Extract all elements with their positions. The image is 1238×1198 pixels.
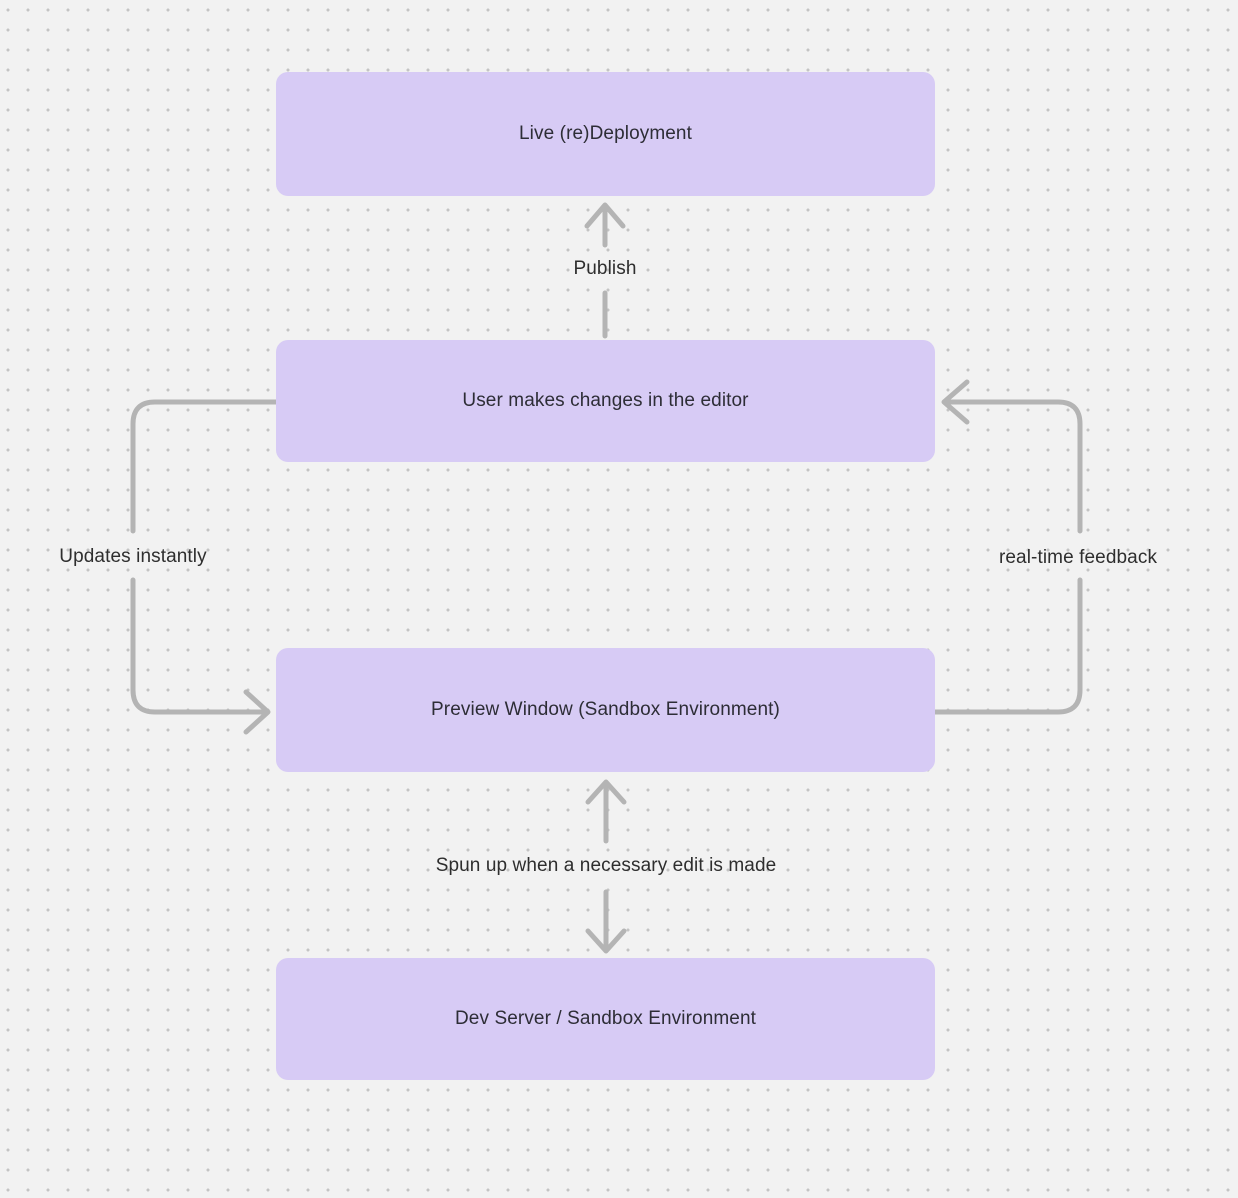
- edge-label-updates-instantly: Updates instantly: [59, 546, 207, 567]
- arrow-spun-up: [585, 779, 627, 954]
- node-live-deployment[interactable]: Live (re)Deployment: [276, 72, 935, 196]
- node-label: Live (re)Deployment: [519, 123, 692, 144]
- node-label: User makes changes in the editor: [462, 390, 749, 411]
- arrow-publish: [584, 202, 626, 339]
- arrow-updates-instantly: [130, 399, 279, 735]
- node-label: Preview Window (Sandbox Environment): [431, 699, 780, 720]
- node-dev-server[interactable]: Dev Server / Sandbox Environment: [276, 958, 935, 1080]
- node-editor-changes[interactable]: User makes changes in the editor: [276, 340, 935, 462]
- node-preview-window[interactable]: Preview Window (Sandbox Environment): [276, 648, 935, 772]
- arrow-realtime-feedback: [932, 379, 1083, 715]
- edge-label-realtime-feedback: real-time feedback: [998, 547, 1158, 568]
- node-label: Dev Server / Sandbox Environment: [454, 1008, 756, 1029]
- edge-label-publish: Publish: [573, 258, 637, 279]
- edge-label-spun-up: Spun up when a necessary edit is made: [435, 855, 777, 876]
